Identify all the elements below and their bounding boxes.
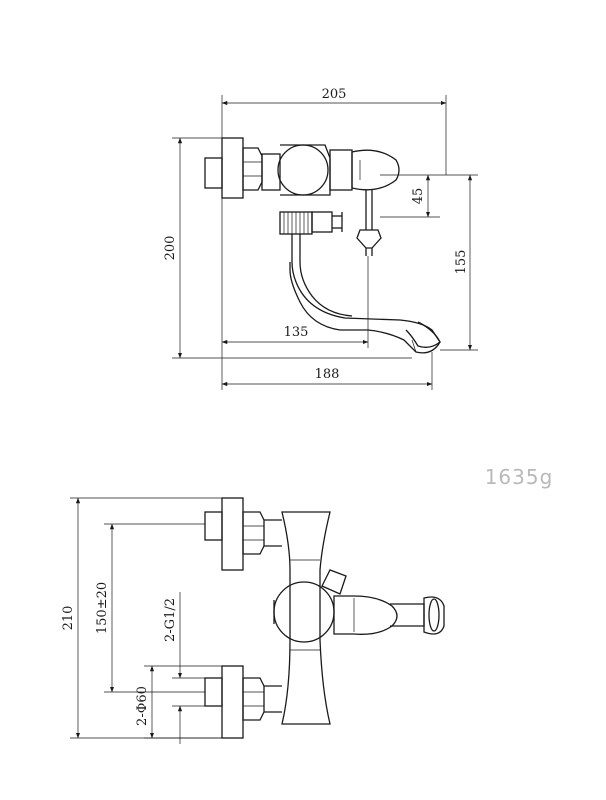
side-cartridge xyxy=(329,149,353,191)
dim-label-188: 188 xyxy=(315,367,340,382)
side-wall-flange xyxy=(221,137,244,199)
front-lower-flange xyxy=(221,665,244,739)
front-upper-nut xyxy=(242,511,265,555)
side-nut-hatching xyxy=(283,212,309,234)
front-upper-stub xyxy=(204,511,223,541)
dim-label-200: 200 xyxy=(163,236,178,261)
side-nut xyxy=(242,147,263,191)
front-handle-lever xyxy=(333,595,398,635)
front-center-disc xyxy=(273,581,335,643)
dim-label-210: 210 xyxy=(61,606,76,631)
front-view xyxy=(204,497,445,739)
dim-label-150: 150±20 xyxy=(95,582,110,634)
dim-label-155: 155 xyxy=(454,250,469,275)
side-inlet-stub xyxy=(204,157,223,189)
front-upper-flange xyxy=(221,497,244,571)
side-diverter-knob xyxy=(356,229,382,249)
front-diverter-knob xyxy=(321,569,347,595)
front-lower-stub xyxy=(204,677,223,707)
dim-label-135: 135 xyxy=(284,325,309,340)
front-spout-end xyxy=(423,596,445,635)
side-spout xyxy=(289,234,441,354)
weight-label: 1635g xyxy=(485,465,554,489)
side-view-dimensions xyxy=(172,95,478,390)
front-lower-nut xyxy=(242,677,265,721)
dim-label-205: 205 xyxy=(322,87,347,102)
dim-label-45: 45 xyxy=(411,188,426,205)
side-spout-tip xyxy=(405,321,441,348)
side-body-housing xyxy=(280,144,331,196)
side-view xyxy=(204,137,441,354)
front-body xyxy=(281,511,331,725)
side-body-connector xyxy=(261,153,281,191)
side-handle-lever xyxy=(351,149,400,191)
side-body-round xyxy=(277,144,329,196)
dim-label-phi60: 2-Φ60 xyxy=(135,686,150,726)
side-spout-collar xyxy=(311,211,333,233)
front-view-dimensions xyxy=(70,497,222,744)
dim-label-g12: 2-G1/2 xyxy=(163,598,178,642)
